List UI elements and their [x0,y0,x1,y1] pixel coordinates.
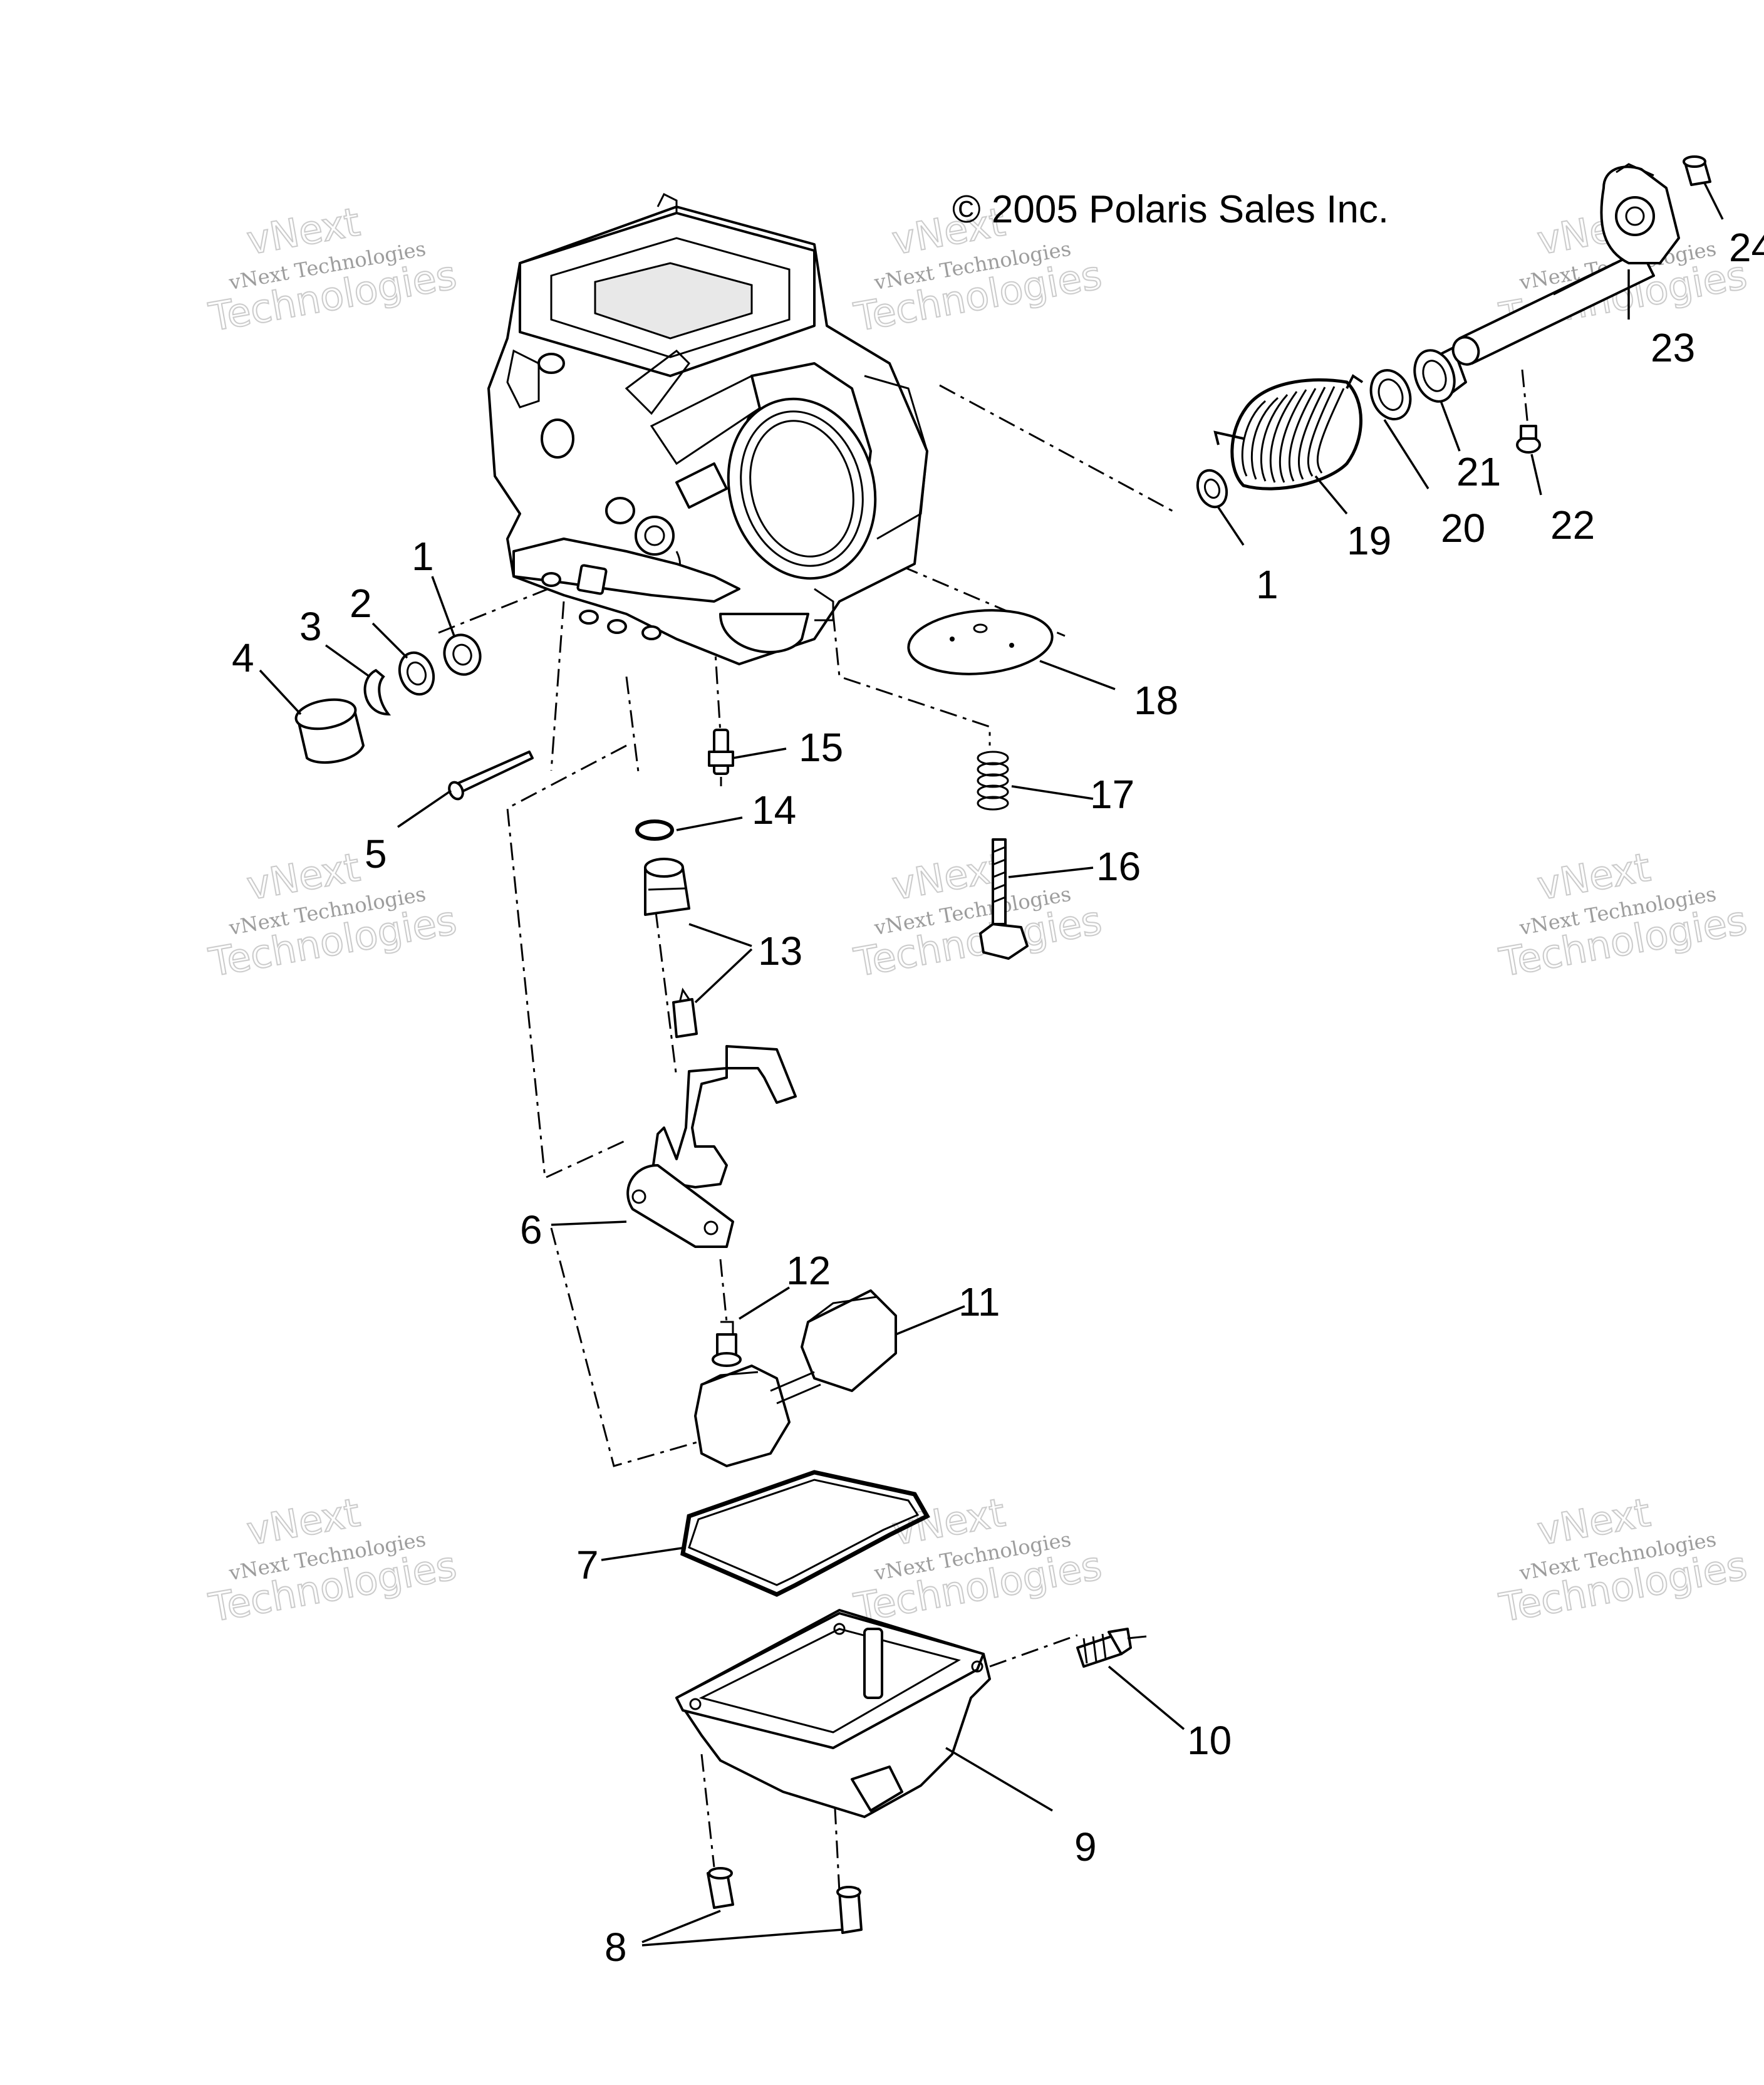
callout-23: 23 [1651,325,1695,370]
part-lever-cap [1683,155,1711,186]
copyright-notice: © 2005 Polaris Sales Inc. [952,188,1389,231]
part-screw-12 [712,1321,742,1367]
callout-11: 11 [958,1279,1000,1324]
callout-14: 14 [752,788,796,833]
part-diaphragm-plate [907,609,1054,675]
part-washer [398,651,435,696]
watermark: vNext vNext Technologies Technologies [205,1489,460,1632]
callout-10: 10 [1187,1718,1232,1763]
callout-5: 5 [365,831,387,876]
callout-22: 22 [1550,502,1595,548]
part-washer-right [1369,369,1412,420]
part-throttle-lever [1600,163,1680,264]
callout-1-left: 1 [412,534,434,579]
callout-17: 17 [1090,772,1134,817]
watermark: vNext vNext Technologies Technologies [1495,844,1751,987]
callout-12: 12 [786,1248,831,1293]
part-pilot-screw [979,838,1029,960]
watermark: vNext vNext Technologies Technologies [205,844,460,987]
part-pin [448,751,534,801]
callout-9: 9 [1074,1824,1097,1869]
watermark: vNext vNext Technologies Technologies [850,1489,1106,1632]
leader-lines [259,181,1724,1947]
callout-21: 21 [1456,449,1501,494]
callout-16: 16 [1096,844,1141,889]
watermark: vNext vNext Technologies Technologies [850,199,1106,341]
carburetor-body [487,192,928,665]
callout-20: 20 [1441,506,1485,551]
assembly-lines [438,369,1530,1893]
callout-13: 13 [758,928,802,974]
part-float [694,1289,897,1467]
callout-19: 19 [1347,518,1391,563]
part-main-jet [644,858,698,1038]
part-cap [294,698,365,764]
part-float-pin-bracket [626,1045,797,1248]
part-bowl-screws [707,1867,863,1934]
part-throttle-shaft [1451,249,1655,366]
callout-8: 8 [604,1925,627,1970]
part-seal-left [443,633,482,676]
part-float-bowl [675,1609,991,1818]
watermark: vNext vNext Technologies Technologies [1495,1489,1751,1632]
callout-15: 15 [799,725,843,770]
callout-6: 6 [520,1207,542,1252]
part-seal-right [1196,469,1228,509]
callout-1-right: 1 [1256,562,1279,607]
part-o-ring [635,819,674,841]
part-float-bowl-gasket [680,1470,930,1597]
callout-7: 7 [576,1542,599,1588]
watermark: vNext vNext Technologies Technologies [205,199,460,341]
part-bushing [1413,346,1467,403]
callout-2: 2 [350,581,372,626]
part-return-spring [1213,374,1364,491]
callout-labels: 1 2 3 4 5 6 7 8 9 10 11 12 13 14 15 16 1… [232,225,1764,1970]
callout-18: 18 [1134,678,1178,723]
part-drain-screw [1076,1628,1147,1668]
callout-24: 24 [1729,225,1764,270]
callout-4: 4 [232,635,254,680]
part-pilot-jet [708,729,734,786]
watermarks: vNext vNext Technologies Technologies vN… [205,199,1751,1632]
part-e-clip [363,668,392,716]
part-spring [977,751,1009,811]
part-screw-small [1516,425,1541,454]
watermark: vNext vNext Technologies Technologies [850,844,1106,987]
callout-3: 3 [299,604,322,649]
